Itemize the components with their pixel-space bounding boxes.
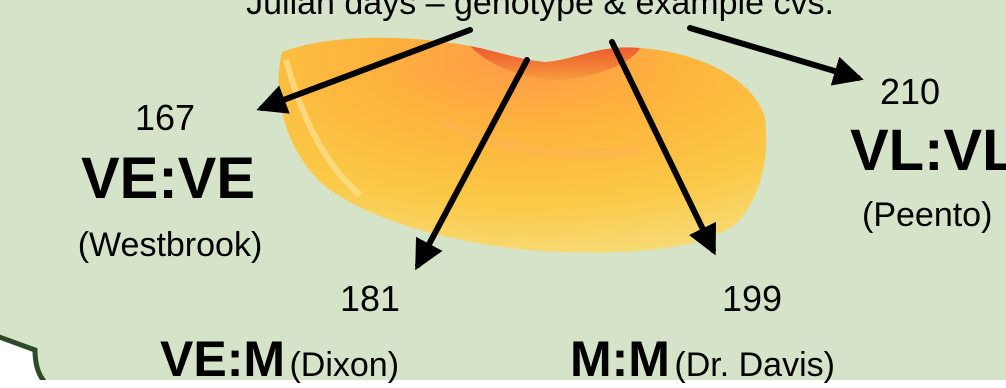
node-181-label: VE:M (Dixon)	[160, 330, 399, 388]
node-199-days: 199	[697, 281, 807, 317]
node-199-cultivar: (Dr. Davis)	[674, 346, 835, 384]
node-167-cultivar: (Westbrook)	[30, 228, 310, 262]
node-210-days: 210	[880, 74, 990, 110]
node-167-genotype: VE:VE	[48, 150, 288, 208]
node-167-days: 167	[110, 100, 220, 136]
node-199-genotype: M:M	[570, 331, 670, 387]
node-181-days: 181	[315, 281, 425, 317]
node-181-cultivar: (Dixon)	[289, 346, 399, 384]
diagram-header: Julian days – genotype & example cvs.	[140, 0, 940, 20]
diagram-panel: Julian days – genotype & example cvs. 16…	[0, 0, 1006, 380]
node-210-cultivar: (Peento)	[862, 198, 992, 232]
node-199-label: M:M (Dr. Davis)	[570, 330, 835, 388]
node-181-genotype: VE:M	[160, 331, 285, 387]
node-210-genotype: VL:VL	[850, 122, 1006, 180]
